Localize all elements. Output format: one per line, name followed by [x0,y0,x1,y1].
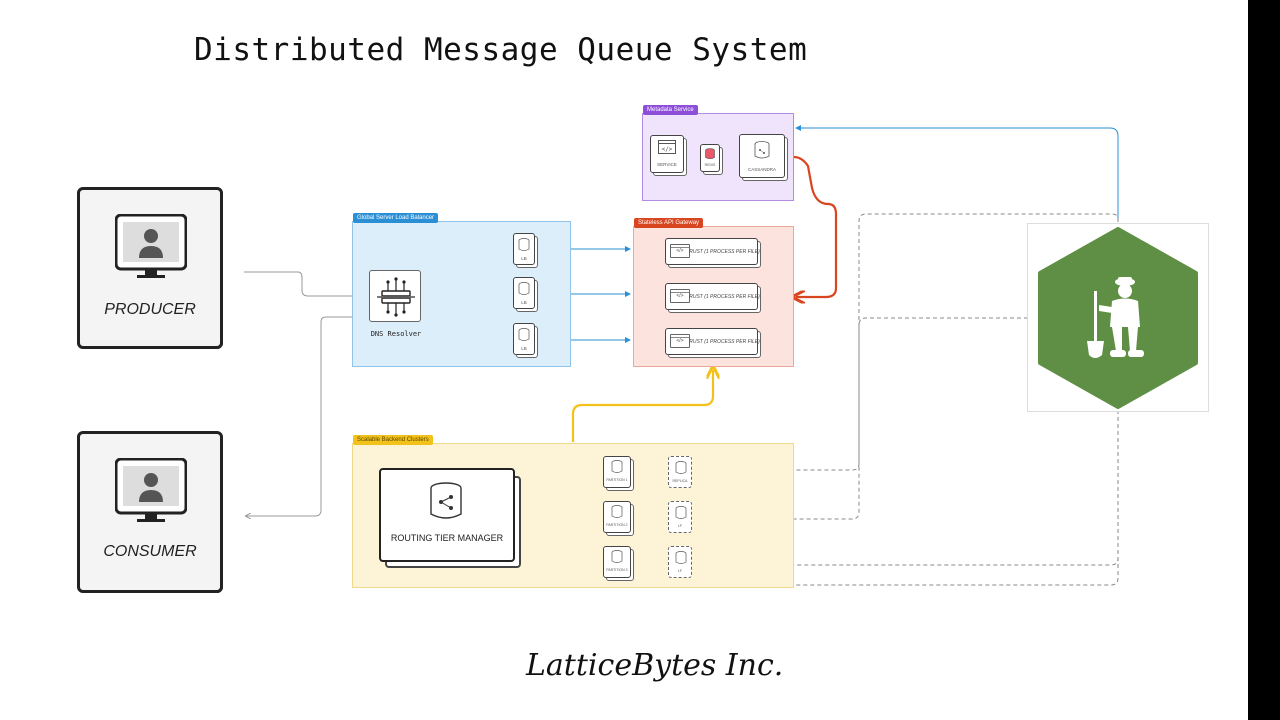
replica-node-3[interactable]: LF [668,546,692,578]
partition-label: PARTITION 2 [606,523,628,527]
cassandra-node[interactable]: CASSANDRA [739,134,788,181]
lb-node-2[interactable]: LB [513,277,538,312]
edge-dash-replica2 [696,317,1028,520]
lb-label: LB [521,256,527,261]
monitor-user-icon [115,458,187,522]
dns-resolver-node[interactable] [369,270,421,322]
cassandra-label: CASSANDRA [747,167,776,172]
database-icon [675,551,687,564]
producer-label: PRODUCER [104,301,196,318]
partition-label: PARTITION 1 [606,478,628,482]
gateway-process-label: RUST (1 PROCESS PER FILE) [689,248,760,255]
database-icon [675,506,687,519]
gateway-process-3[interactable]: </> RUST (1 PROCESS PER FILE) [665,328,761,358]
lb-node-3[interactable]: LB [513,323,538,358]
backend-cluster-tag: Scalable Backend Clusters [353,435,433,445]
gardener-hexagon-icon [1038,227,1198,409]
database-icon [675,461,687,474]
replica-label: REPLICA [672,479,688,483]
partition-label: PARTITION 3 [606,568,628,572]
metadata-service-region[interactable]: Metadata Service </> SERVICE REDIS CASSA… [642,105,794,201]
partition-node-2[interactable]: PARTITION 2 [603,501,634,536]
database-icon [518,282,530,295]
api-gateway-tag: Stateless API Gateway [634,218,704,228]
replica-node-2[interactable]: LF [668,501,692,533]
gateway-process-2[interactable]: </> RUST (1 PROCESS PER FILE) [665,283,761,313]
metadata-service-tag: Metadata Service [643,105,698,115]
gateway-process-label: RUST (1 PROCESS PER FILE) [689,293,760,300]
database-icon [518,238,530,251]
lb-label: LB [521,300,527,305]
svg-text:</>: </> [662,146,673,153]
gslb-region[interactable]: Global Server Load Balancer DNS Resolver… [352,213,571,367]
code-window-icon: </> [658,140,676,154]
database-icon [611,460,623,473]
partition-node-3[interactable]: PARTITION 3 [603,546,634,581]
monitor-user-icon [115,214,187,278]
database-icon [754,141,770,159]
gslb-tag: Global Server Load Balancer [353,213,439,223]
edge-meta-gateway [794,155,838,297]
consumer-label: CONSUMER [103,543,197,560]
edge-backend-gateway [571,370,713,442]
api-gateway-region[interactable]: Stateless API Gateway </> RUST (1 PROCES… [633,218,794,367]
database-icon [430,482,462,519]
edge-node-metadata [795,125,1119,222]
code-window-icon: </> [670,289,690,303]
partition-node-1[interactable]: PARTITION 1 [603,456,634,491]
replica-label: LF [677,524,683,528]
code-window-icon: </> [670,244,690,258]
gateway-process-1[interactable]: </> RUST (1 PROCESS PER FILE) [665,238,761,268]
code-window-icon: </> [670,334,690,348]
edge-producer-dns [244,271,362,296]
brand-signature: LatticeBytes Inc. [526,648,784,683]
lb-label: LB [521,346,527,351]
network-hub-icon [377,277,415,317]
redis-label: REDIS [704,163,716,167]
database-icon [518,328,530,341]
database-icon [611,505,623,518]
replica-node-1[interactable]: REPLICA [668,456,692,488]
edge-dns-consumer [246,316,352,516]
page-title: Distributed Message Queue System [194,32,808,68]
replica-label: LF [677,569,683,573]
database-icon [611,550,623,563]
routing-tier-manager-node[interactable]: ROUTING TIER MANAGER [379,468,521,568]
consumer-node[interactable]: CONSUMER [77,431,223,593]
routing-tier-manager-label: ROUTING TIER MANAGER [390,533,504,543]
lb-node-1[interactable]: LB [513,233,538,268]
dns-resolver-label: DNS Resolver [370,330,422,338]
redis-node[interactable]: REDIS [700,144,723,175]
coordinator-node[interactable] [1027,223,1209,412]
metadata-service-node[interactable]: </> SERVICE [650,135,687,176]
diagram-canvas: Distributed Message Queue System PRODUCE… [0,0,1248,720]
backend-cluster-region[interactable]: Scalable Backend Clusters ROUTING TIER M… [352,435,794,588]
producer-node[interactable]: PRODUCER [77,187,223,349]
gateway-process-label: RUST (1 PROCESS PER FILE) [689,338,760,345]
service-label: SERVICE [657,162,677,167]
database-icon [705,148,715,160]
